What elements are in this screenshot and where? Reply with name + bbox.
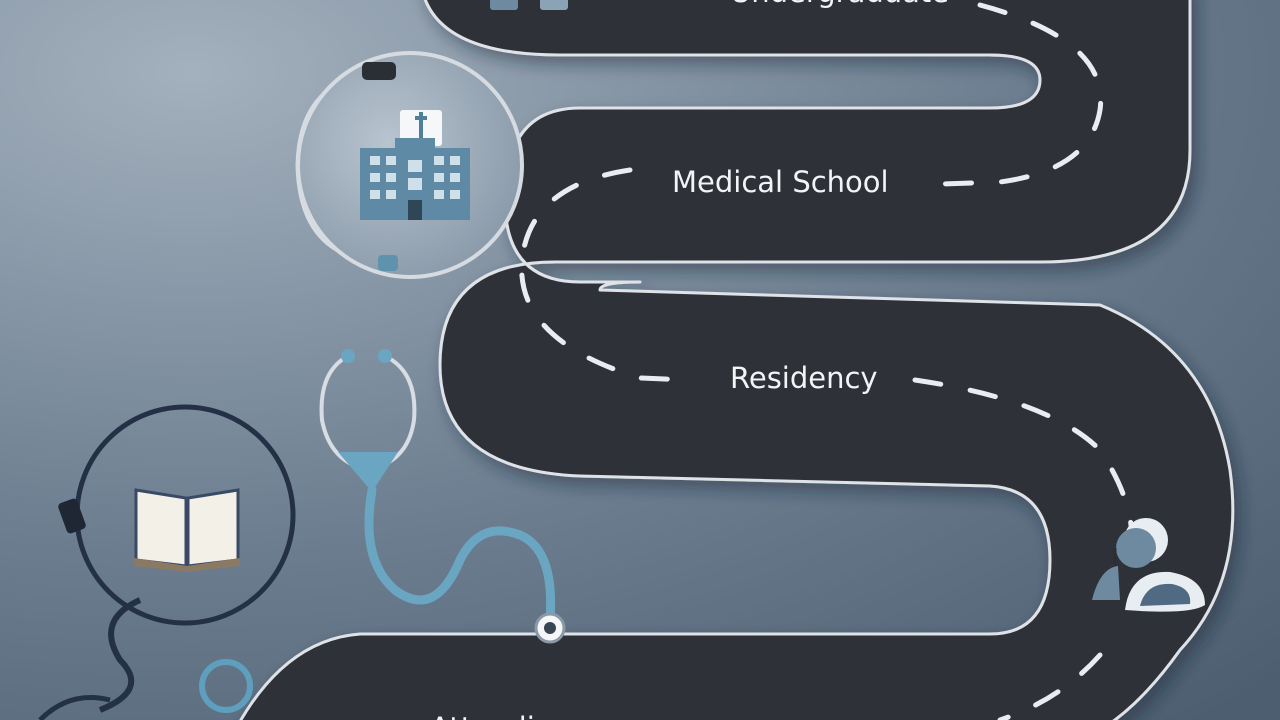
stethoscope-icon xyxy=(319,349,566,644)
hospital-milestone xyxy=(295,51,524,279)
winding-road xyxy=(239,0,1235,720)
book-icon xyxy=(134,488,240,572)
stage-label-attending: Attending xyxy=(430,711,572,720)
graduation-icon xyxy=(490,0,568,10)
book-milestone xyxy=(38,404,296,720)
doctor-icon xyxy=(1092,518,1205,612)
stage-label-residency: Residency xyxy=(730,361,878,395)
stage-label-medical-school: Medical School xyxy=(672,165,889,199)
lane-markings xyxy=(519,2,1135,720)
hospital-icon xyxy=(360,110,470,220)
stage-label-undergraduate: Undergraduate xyxy=(730,0,949,9)
